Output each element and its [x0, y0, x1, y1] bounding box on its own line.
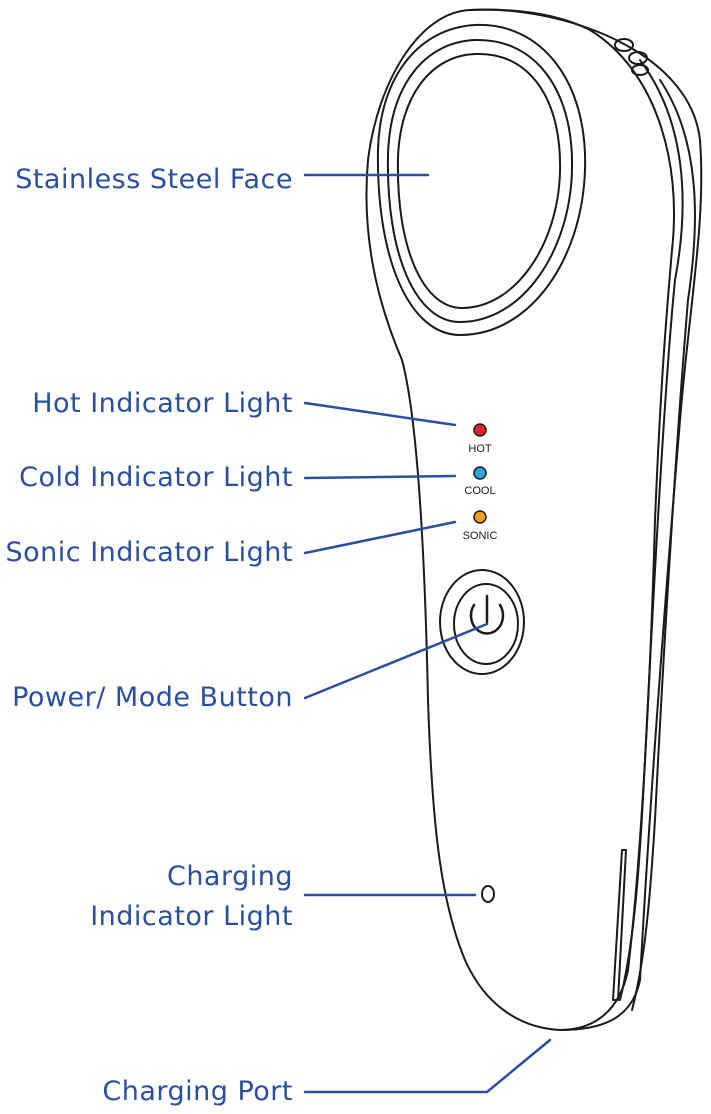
leader-hot-light: [303, 401, 457, 427]
label-charging-port: Charging Port: [102, 1076, 293, 1107]
label-power-mode-button: Power/ Mode Button: [12, 682, 293, 713]
device-back-shell: [469, 8, 703, 1031]
sonic-led-label: SONIC: [463, 530, 498, 542]
steel-face-outer-rim: [376, 23, 587, 336]
label-charging-indicator-light-line2: Indicator Light: [90, 901, 293, 932]
top-button-2: [628, 51, 648, 65]
hot-led: [473, 423, 487, 437]
device-body-outline: [365, 8, 675, 1031]
power-icon[interactable]: [469, 594, 505, 635]
charging-port-seam: [612, 849, 627, 1001]
sonic-led: [473, 510, 487, 524]
leader-charging-port: [303, 1038, 552, 1094]
steel-face-plate: [396, 52, 562, 309]
cool-led-label: COOL: [464, 485, 495, 497]
label-stainless-steel-face: Stainless Steel Face: [15, 164, 293, 195]
hot-led-label: HOT: [468, 443, 492, 455]
leader-cold-light: [303, 474, 457, 480]
label-charging-indicator-light-line1: Charging: [166, 861, 293, 892]
leader-sonic-light: [303, 520, 457, 555]
top-button-1: [614, 38, 634, 52]
charging-indicator-light: [481, 885, 495, 903]
leader-power-button: [303, 622, 489, 700]
top-button-3: [631, 64, 649, 76]
device-side-contour-2: [631, 79, 696, 1011]
steel-face-mid-rim: [386, 38, 574, 323]
label-hot-indicator-light: Hot Indicator Light: [32, 388, 293, 419]
power-button-outer-ring: [439, 569, 525, 675]
device-side-contour: [619, 59, 684, 1001]
power-button-inner-ring: [453, 583, 519, 665]
label-sonic-indicator-light: Sonic Indicator Light: [5, 537, 293, 568]
label-cold-indicator-light: Cold Indicator Light: [19, 462, 293, 493]
cool-led: [473, 466, 487, 480]
